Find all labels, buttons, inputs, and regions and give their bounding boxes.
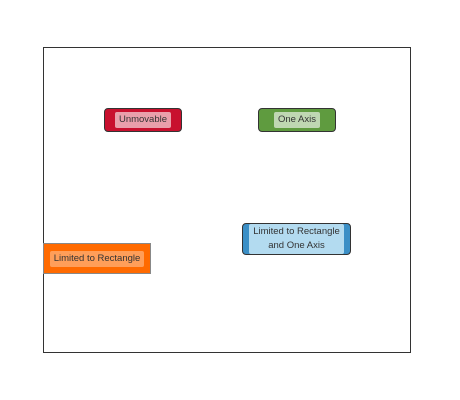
- one-axis-node[interactable]: One Axis: [258, 108, 336, 132]
- label-line-2: and One Axis: [268, 240, 325, 251]
- unmovable-node[interactable]: Unmovable: [104, 108, 182, 132]
- limited-to-rectangle-and-one-axis-label: Limited to Rectangle and One Axis: [249, 224, 344, 254]
- label-line-1: Limited to Rectangle: [253, 226, 340, 237]
- limited-to-rectangle-label: Limited to Rectangle: [49, 250, 145, 267]
- unmovable-label: Unmovable: [114, 112, 172, 128]
- limited-to-rectangle-node[interactable]: Limited to Rectangle: [43, 243, 151, 274]
- diagram-canvas: [43, 47, 411, 353]
- one-axis-label: One Axis: [273, 112, 321, 128]
- limited-to-rectangle-and-one-axis-node[interactable]: Limited to Rectangle and One Axis: [242, 223, 351, 255]
